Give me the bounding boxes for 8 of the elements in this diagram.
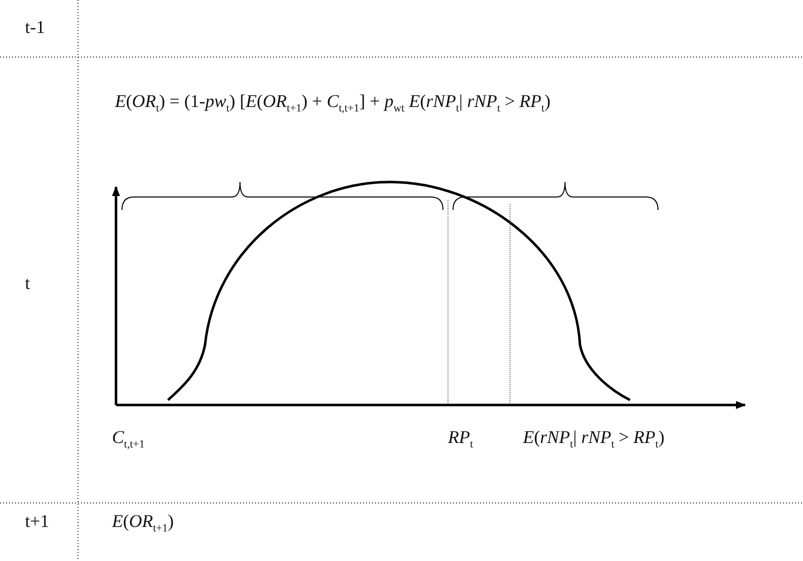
axis-label: E(rNP$_{t}$| rNP$_{t}$ > RP$_{t}$) [523, 426, 664, 453]
formula: E(OR$_{t+1}$) [112, 510, 174, 537]
row-label: t+1 [25, 510, 50, 532]
axis-label: RP$_{t}$ [448, 426, 474, 453]
row-label: t [25, 272, 30, 294]
axis-label: C$_{t,t+1}$ [112, 426, 145, 453]
formula: E(OR$_{t}$) = (1-pw$_{t}$) [E(OR$_{t+1}$) + C$_{t,t+1}$] + p$_{wt}$ E(rNP$_{t}$| rNP$_{t}$ > RP$_{t}$) [115, 90, 550, 117]
row-label: t-1 [25, 16, 45, 38]
